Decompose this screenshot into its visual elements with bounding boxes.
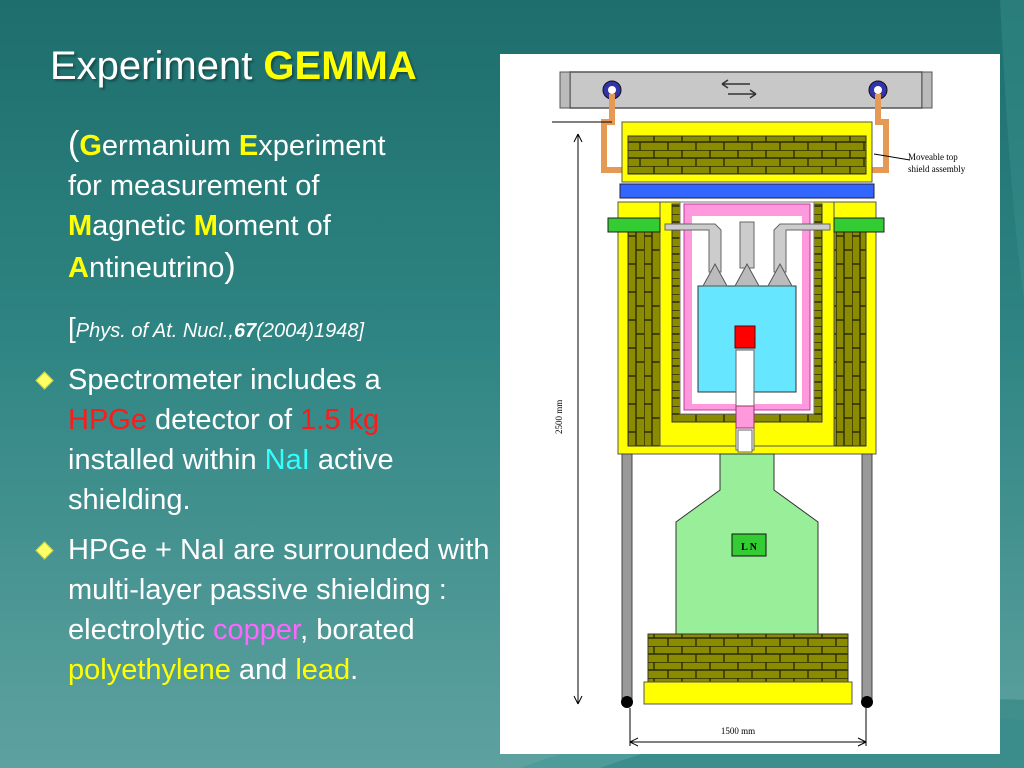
word-agnetic: agnetic: [92, 210, 194, 242]
word-oment: oment of: [217, 210, 331, 242]
b1-text-4: active shielding.: [68, 444, 394, 516]
b2-lead: lead: [295, 654, 351, 686]
slide-title: Experiment GEMMA: [50, 42, 417, 90]
ln-dewar: L N: [675, 453, 819, 655]
acronym-line-2: for measurement of: [68, 170, 320, 202]
b1-text-3: installed within: [68, 444, 265, 476]
bullet-item-shielding: HPGe + NaI are surrounded with multi-lay…: [34, 530, 494, 690]
b2-text-1: HPGe + NaI are surrounded with multi-lay…: [68, 534, 490, 646]
b2-copper: copper: [213, 614, 301, 646]
bullet-item-spectrometer: Spectrometer includes a HPGe detector of…: [34, 360, 494, 520]
label-shield-assembly: shield assembly: [908, 164, 966, 174]
letter-g: G: [79, 130, 102, 162]
letter-m1: M: [68, 210, 93, 242]
acronym-line-1: (Germanium Experiment: [68, 124, 468, 166]
title-prefix: Experiment: [50, 44, 264, 88]
width-dimension: 1500 mm: [629, 708, 867, 747]
ref-volume: 67: [233, 320, 257, 342]
right-leg: [861, 453, 873, 705]
b1-nai: NaI: [264, 444, 310, 476]
left-leg: [621, 453, 633, 705]
reference-citation: [Phys. of At. Nucl.,67(2004)1948]: [68, 312, 364, 344]
acronym-line-4: Antineutrino): [68, 246, 468, 288]
bullet-list: Spectrometer includes a HPGe detector of…: [34, 360, 494, 700]
b2-poly: polyethylene: [68, 654, 231, 686]
open-paren: (: [68, 125, 80, 163]
bottom-shield: [621, 633, 873, 708]
detector-diagram: Moveable top shield assembly: [552, 71, 966, 747]
right-hanger: [862, 94, 889, 173]
close-paren: ): [224, 247, 236, 285]
acronym-expansion: (Germanium Experiment for measurement of…: [68, 124, 468, 288]
top-shield-assembly: [619, 121, 875, 199]
b1-text-1: Spectrometer includes a: [68, 364, 381, 396]
b2-text-3: and: [230, 654, 296, 686]
word-ermanium: ermanium: [101, 130, 239, 162]
diamond-bullet-icon: [35, 541, 54, 560]
letter-m2: M: [193, 210, 218, 242]
b1-text-2: detector of: [146, 404, 301, 436]
diamond-bullet-icon: [35, 371, 54, 390]
detector-diagram-panel: Moveable top shield assembly: [500, 54, 1000, 754]
arrow-icon: [721, 79, 757, 99]
letter-e: E: [238, 130, 259, 162]
word-ntineutrino: ntineutrino: [88, 252, 225, 284]
letter-a: A: [68, 252, 89, 284]
label-height: 2500 mm: [554, 400, 564, 434]
word-xperiment: xperiment: [258, 130, 386, 162]
ref-rest: (2004)1948]: [256, 320, 365, 342]
ref-open-bracket: [: [68, 312, 76, 343]
b1-mass: 1.5 kg: [300, 404, 380, 436]
acronym-line-3: Magnetic Moment of: [68, 206, 468, 246]
label-width: 1500 mm: [721, 726, 755, 736]
b2-text-2: , borated: [300, 614, 415, 646]
b1-hpge: HPGe: [68, 404, 147, 436]
label-moveable: Moveable top: [908, 152, 958, 162]
hpge-detector: [734, 325, 756, 453]
b2-text-4: .: [350, 654, 359, 686]
height-dimension: 2500 mm: [554, 133, 583, 705]
crane-rail: [559, 71, 933, 109]
title-highlight: GEMMA: [263, 44, 417, 88]
ref-journal: Phys. of At. Nucl.,: [75, 320, 234, 342]
label-ln: L N: [741, 542, 758, 553]
